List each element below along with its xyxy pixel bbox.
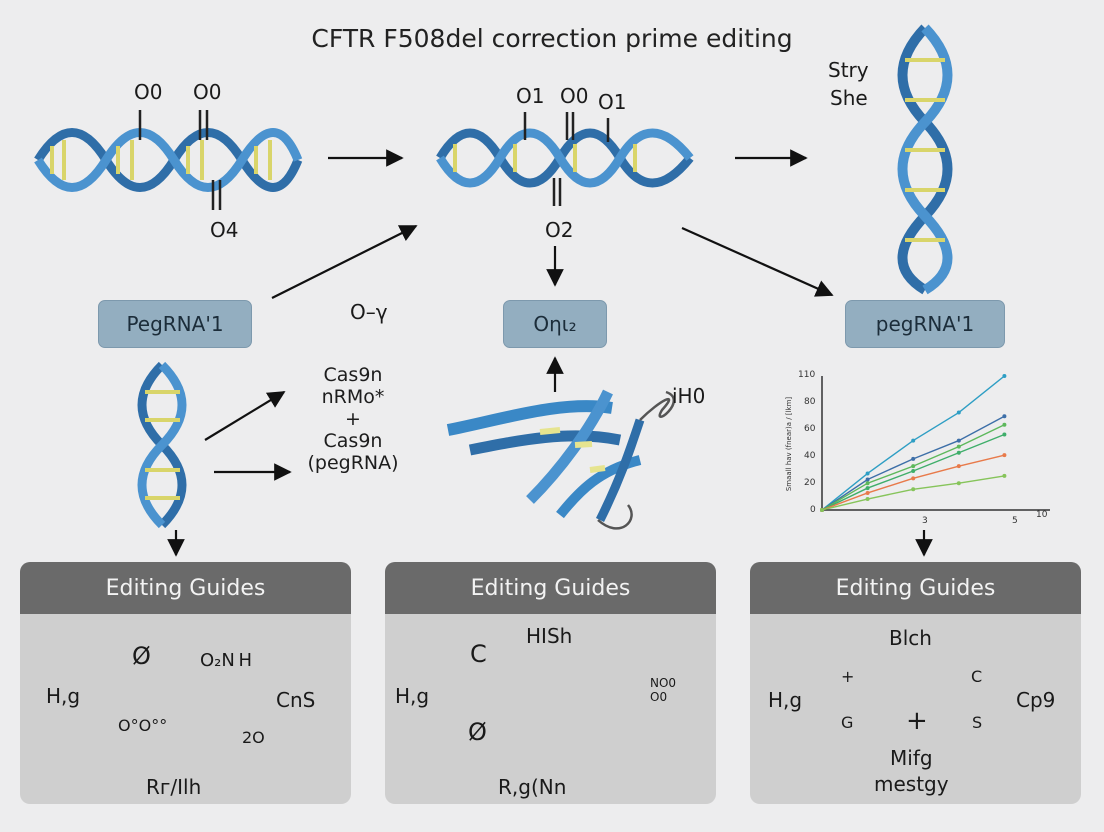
panel-3-circle-g: G bbox=[841, 713, 854, 732]
label-o0-c: O0 bbox=[560, 84, 589, 108]
panel-3-heading: Editing Guides bbox=[750, 562, 1081, 614]
y-tick-60: 60 bbox=[804, 424, 816, 434]
panel-1-heading: Editing Guides bbox=[20, 562, 351, 614]
panel-2-heading: Editing Guides bbox=[385, 562, 716, 614]
label-ih0: iH0 bbox=[672, 384, 706, 408]
chart-point-s1-3 bbox=[911, 438, 916, 443]
chart-point-s2-4 bbox=[956, 438, 961, 443]
label-o0-a: O0 bbox=[134, 80, 163, 104]
panel-2-chem: NO0 O0 bbox=[650, 676, 677, 704]
label-o1-a: O1 bbox=[516, 84, 545, 108]
chart-point-s6-2 bbox=[865, 497, 870, 502]
chart-series-line-6 bbox=[821, 475, 1005, 511]
chart-point-s2-5 bbox=[1002, 414, 1007, 419]
label-she: She bbox=[830, 86, 868, 110]
protein-ribbon bbox=[446, 389, 675, 530]
chart-point-s5-5 bbox=[1002, 453, 1007, 458]
page-title: CFTR F508del correction prime editing bbox=[311, 24, 793, 53]
cas9-line-1: Cas9n bbox=[323, 364, 383, 386]
label-o0-b: O0 bbox=[193, 80, 222, 104]
panel-1-footer: Rг/Ilh bbox=[146, 775, 202, 799]
panel-1-chem: O₂N H bbox=[200, 650, 252, 671]
y-tick-20: 20 bbox=[804, 478, 816, 488]
line-chart bbox=[820, 374, 1050, 512]
panel-3-circle-plus: + bbox=[841, 667, 855, 686]
label-stry: Stry bbox=[828, 58, 869, 82]
chart-series-line-2 bbox=[821, 415, 1005, 511]
panel-3-center-plus: + bbox=[906, 706, 928, 736]
pill-pegrna-right: pegRNA'1 bbox=[845, 300, 1005, 348]
panel-1-chem-right: CnS bbox=[276, 688, 316, 712]
chart-point-s3-2 bbox=[865, 481, 870, 486]
panel-3-circle-c: C bbox=[971, 667, 983, 686]
y-tick-80: 80 bbox=[804, 397, 816, 407]
panel-3-circle-s: S bbox=[972, 713, 983, 732]
cas9-text-block: Cas9n nRMo* + Cas9n (pegRNA) bbox=[288, 364, 418, 474]
panel-1-bottom-box: O°O°° bbox=[118, 716, 168, 735]
panel-editing-guides-2: Editing Guides bbox=[385, 562, 716, 804]
cas9-line-2: nRMo* bbox=[321, 386, 385, 408]
panel-1-left-label: H,g bbox=[46, 684, 81, 708]
panel-3-footer-2: mestgy bbox=[874, 772, 949, 796]
chart-point-s5-3 bbox=[911, 476, 916, 481]
panel-3-footer-1: Mifg bbox=[890, 746, 933, 770]
chart-y-label: Smaall hav (fnear)a / [lkm] bbox=[785, 396, 794, 492]
chart-point-s3-5 bbox=[1002, 422, 1007, 427]
x-tick-3: 3 bbox=[922, 516, 928, 526]
chart-point-s5-2 bbox=[865, 490, 870, 495]
chart-point-s6-3 bbox=[911, 487, 916, 492]
panel-2-left-label: H,g bbox=[395, 684, 430, 708]
chart-point-s2-2 bbox=[865, 477, 870, 482]
chart-point-s1-5 bbox=[1002, 374, 1007, 378]
dna-helix-mid-left bbox=[137, 361, 187, 529]
panel-2-footer: R,g(Nn bbox=[498, 775, 567, 799]
chart-point-s4-2 bbox=[865, 486, 870, 491]
x-tick-10: 10 bbox=[1036, 510, 1048, 520]
label-o2: O2 bbox=[545, 218, 574, 242]
panel-1-top-box: Ø bbox=[132, 642, 151, 670]
chart-point-s1-4 bbox=[956, 410, 961, 415]
chart-point-s3-3 bbox=[911, 464, 916, 469]
chart-point-s3-4 bbox=[956, 444, 961, 449]
pill-center: Oηι₂ bbox=[503, 300, 607, 348]
y-tick-0: 0 bbox=[810, 505, 816, 515]
x-tick-5: 5 bbox=[1012, 516, 1018, 526]
chart-point-s4-5 bbox=[1002, 432, 1007, 437]
chart-point-s4-4 bbox=[956, 450, 961, 455]
panel-2-top-right: HISh bbox=[526, 624, 573, 648]
panel-2-bottom-box: Ø bbox=[468, 718, 487, 746]
label-o4: O4 bbox=[210, 218, 239, 242]
chart-series-line-5 bbox=[821, 454, 1005, 511]
dna-helix-top-left bbox=[34, 110, 303, 210]
panel-3-right-label: Cp9 bbox=[1016, 688, 1056, 712]
panel-1-chem-sub: 2O bbox=[242, 728, 265, 747]
chart-point-s4-3 bbox=[911, 469, 916, 474]
cas9-line-5: (pegRNA) bbox=[307, 452, 399, 474]
chart-point-s6-4 bbox=[956, 481, 961, 486]
pill-pegrna-left: PegRNA'1 bbox=[98, 300, 252, 348]
label-o1-b: O1 bbox=[598, 90, 627, 114]
cas9-line-4: Cas9n bbox=[323, 430, 383, 452]
label-o-gamma: O–γ bbox=[350, 300, 388, 324]
chart-point-s5-4 bbox=[956, 464, 961, 469]
panel-editing-guides-3: Editing Guides bbox=[750, 562, 1081, 804]
panel-2-top-box: C bbox=[470, 640, 487, 668]
dna-helix-top-right bbox=[897, 24, 953, 295]
panel-editing-guides-1: Editing Guides bbox=[20, 562, 351, 804]
y-tick-40: 40 bbox=[804, 451, 816, 461]
cas9-line-3: + bbox=[345, 408, 361, 430]
dna-helix-top-middle bbox=[436, 112, 694, 206]
chart-point-s6-1 bbox=[820, 508, 824, 512]
flow-arrows bbox=[167, 149, 933, 557]
chart-point-s6-5 bbox=[1002, 473, 1007, 478]
chart-point-s2-3 bbox=[911, 456, 916, 461]
y-tick-110: 110 bbox=[798, 370, 816, 380]
chart-point-s1-2 bbox=[865, 471, 870, 476]
panel-3-left-label: H,g bbox=[768, 688, 803, 712]
panel-3-top-label: Blch bbox=[889, 626, 932, 650]
